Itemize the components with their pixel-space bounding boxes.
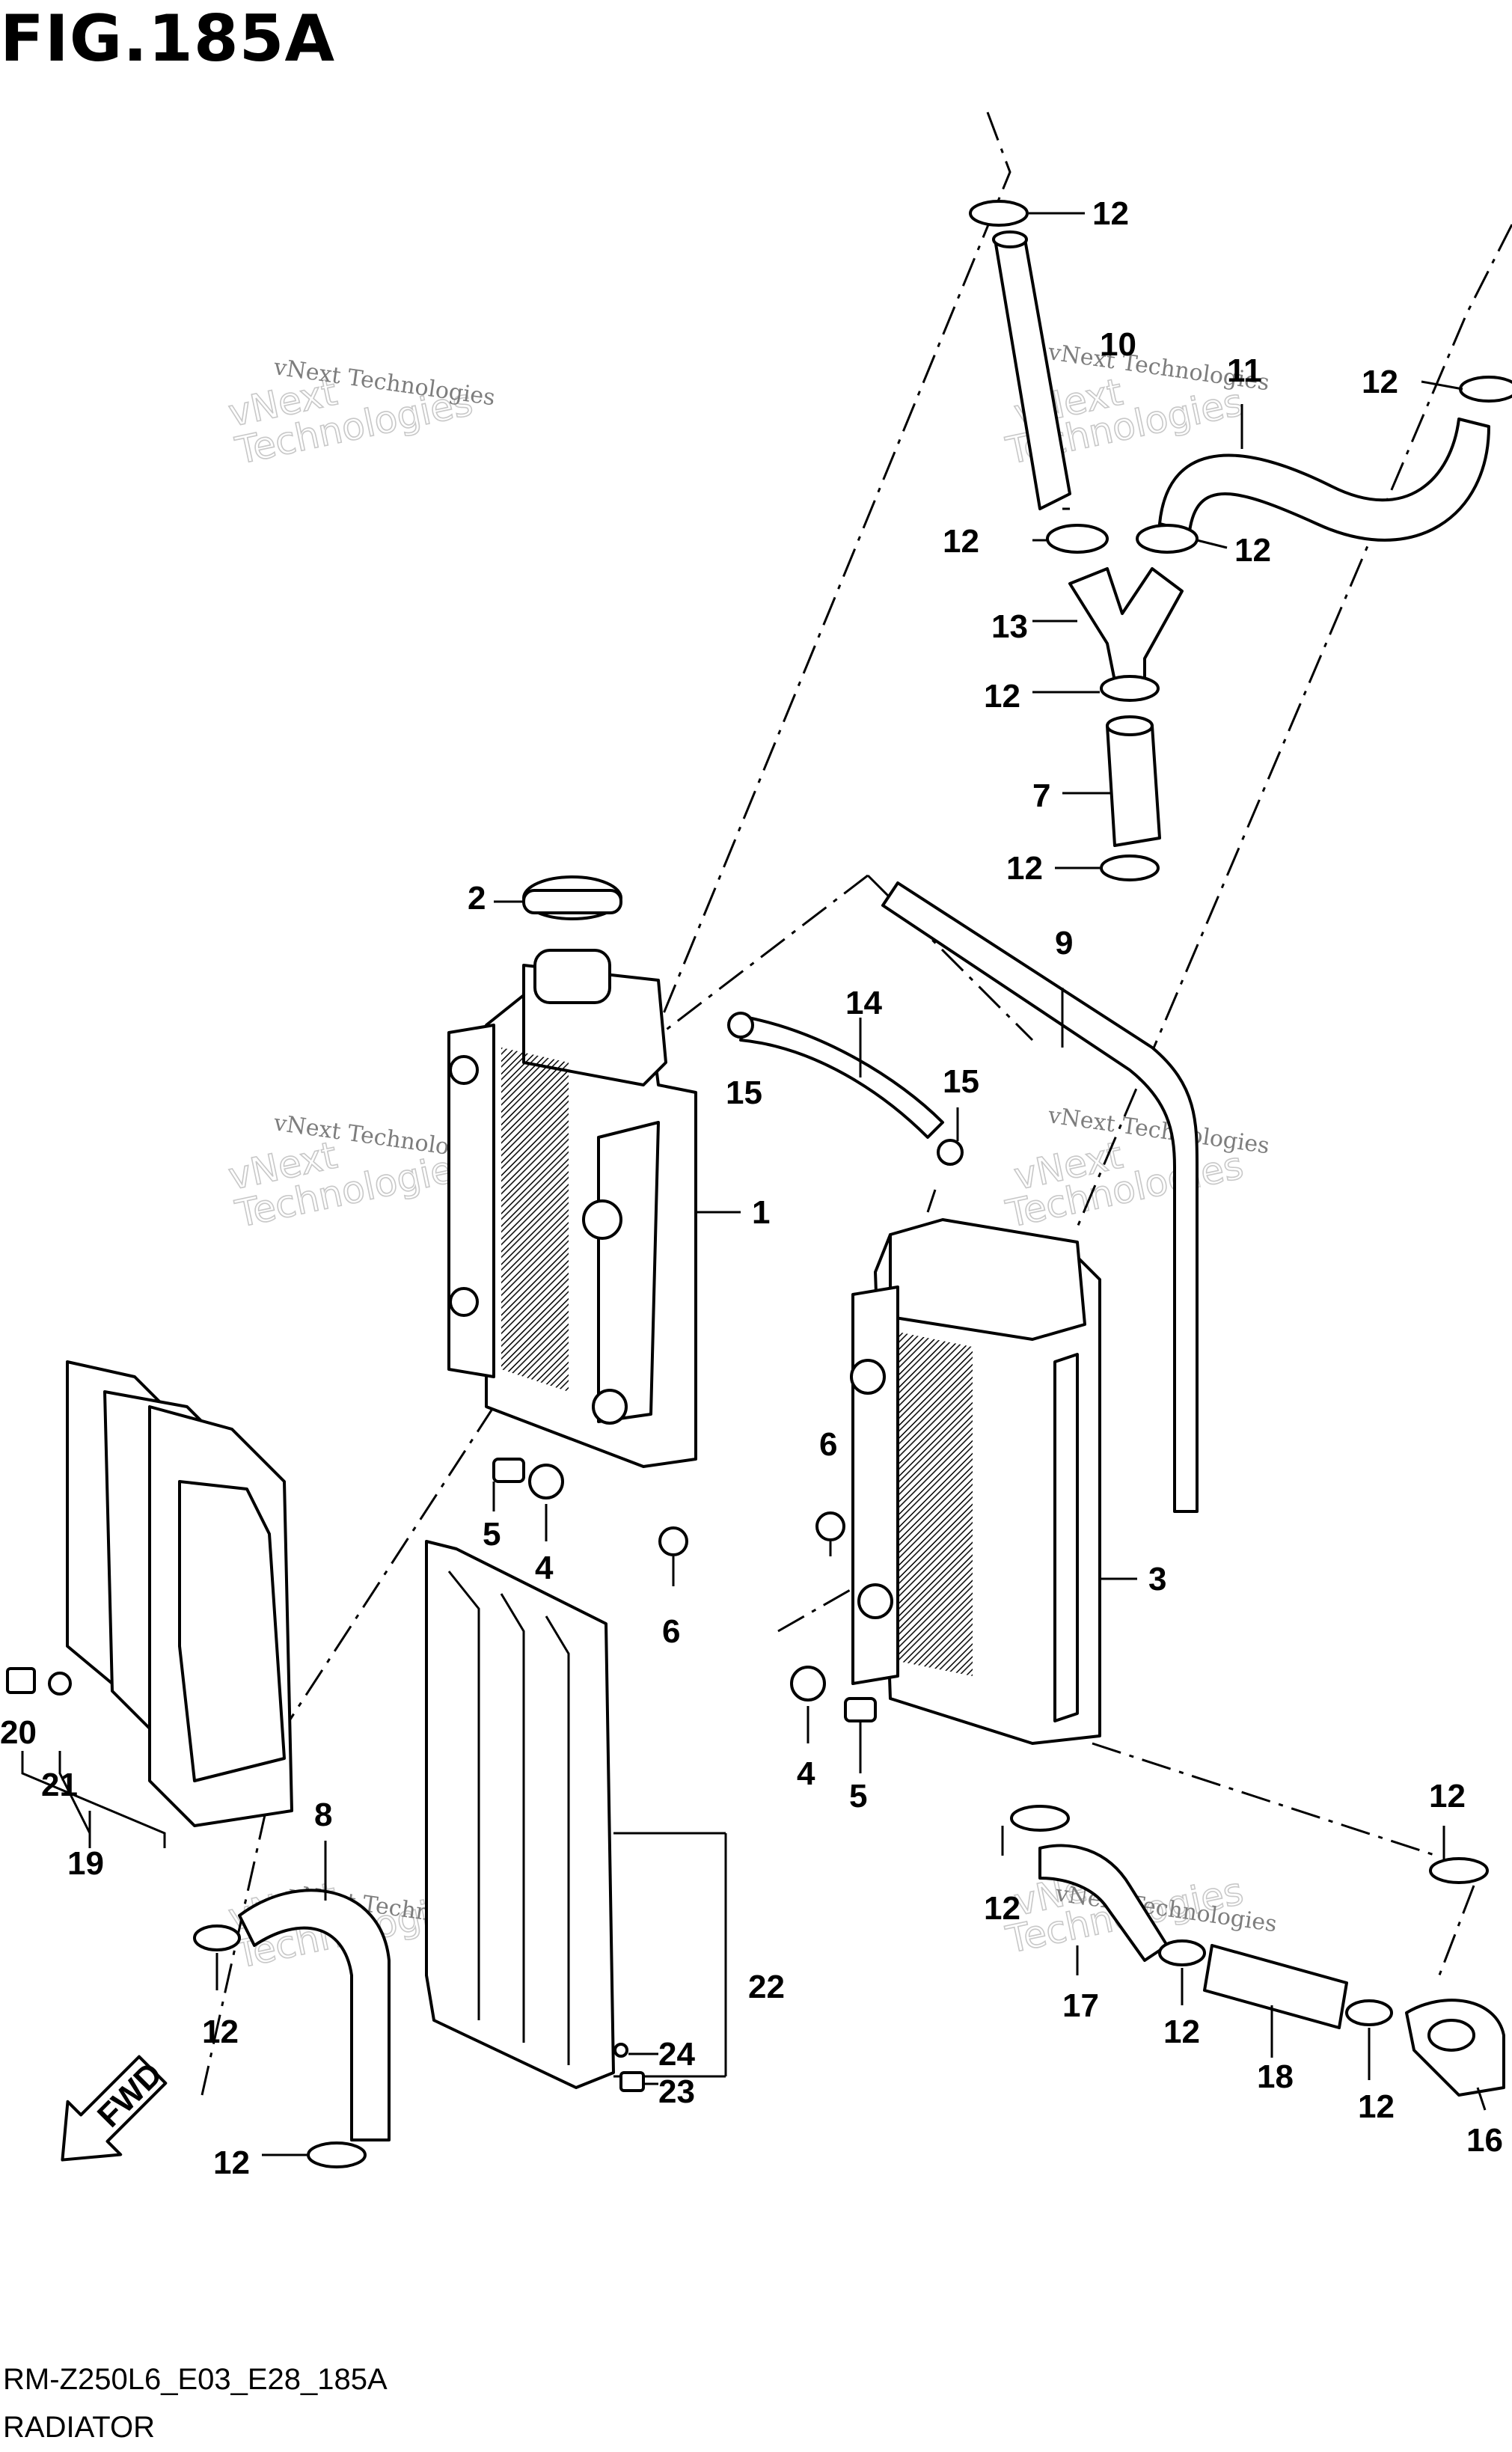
clamp-group [6,200,1512,2168]
callout-labels: 12 10 11 12 12 12 13 12 7 12 2 9 14 15 1… [0,195,1503,2181]
callout-4: 4 [535,1550,554,1586]
callout-9: 9 [1055,925,1073,961]
callout-24: 24 [658,2036,695,2073]
callout-3: 3 [1148,1561,1166,1598]
callout-5: 5 [483,1516,501,1553]
radiator-cap [494,875,622,920]
callout-22: 22 [748,1969,785,2005]
y-joint-13 [1068,567,1184,682]
callout-15: 15 [726,1074,762,1111]
callout-12: 12 [1358,2088,1395,2125]
figure-name: RADIATOR [3,2411,155,2444]
callout-17: 17 [1062,1987,1099,2024]
radiator-louver [425,1540,727,2089]
callout-10: 10 [1100,326,1136,363]
callout-1: 1 [752,1194,770,1231]
callout-11: 11 [1227,352,1262,389]
callout-2: 2 [468,880,486,917]
callout-12: 12 [984,678,1020,715]
callout-5: 5 [849,1778,867,1814]
pipe-18 [1203,1944,1348,2029]
callout-6: 6 [819,1426,837,1463]
callout-4: 4 [797,1755,815,1792]
watermark-group: vNext Technologies vNext Technologies vN… [224,339,1279,1978]
callout-14: 14 [845,985,882,1021]
connection-lines [201,111,1512,2096]
hose-11 [1158,418,1490,542]
callout-6: 6 [662,1613,680,1650]
callout-12: 12 [1234,532,1271,569]
callout-19: 19 [67,1845,104,1882]
callout-15: 15 [943,1063,979,1100]
hose-7 [1106,715,1161,847]
hose-9 [881,881,1199,1513]
callout-12: 12 [943,523,979,560]
callout-12: 12 [202,2014,239,2050]
callout-12: 12 [1362,364,1398,400]
callout-23: 23 [658,2073,695,2110]
radiator-left [447,949,741,1468]
callout-20: 20 [0,1714,37,1751]
figure-code: RM-Z250L6_E03_E28_185A [3,2363,388,2396]
callout-18: 18 [1257,2058,1294,2095]
fwd-arrow: FWD [61,2055,169,2162]
hose-14 [739,1016,944,1139]
elbow-16 [1405,1999,1505,2097]
callout-7: 7 [1032,777,1050,814]
radiator-right [850,1218,1137,1745]
radiator-shroud-set [66,1360,293,1827]
leader-lines [21,212,1487,2156]
callout-12: 12 [1429,1778,1466,1814]
callout-12: 12 [1092,195,1129,232]
callout-16: 16 [1466,2122,1503,2159]
callout-21: 21 [41,1767,78,1803]
callout-12: 12 [1163,2014,1200,2050]
callout-12: 12 [984,1890,1020,1927]
callout-8: 8 [314,1797,332,1833]
hose-10 [992,230,1071,510]
figure-title: FIG.185A [0,1,336,76]
callout-13: 13 [991,608,1028,645]
callout-12: 12 [1006,850,1043,887]
hose-8 [238,1889,391,2141]
callout-12: 12 [213,2144,250,2181]
